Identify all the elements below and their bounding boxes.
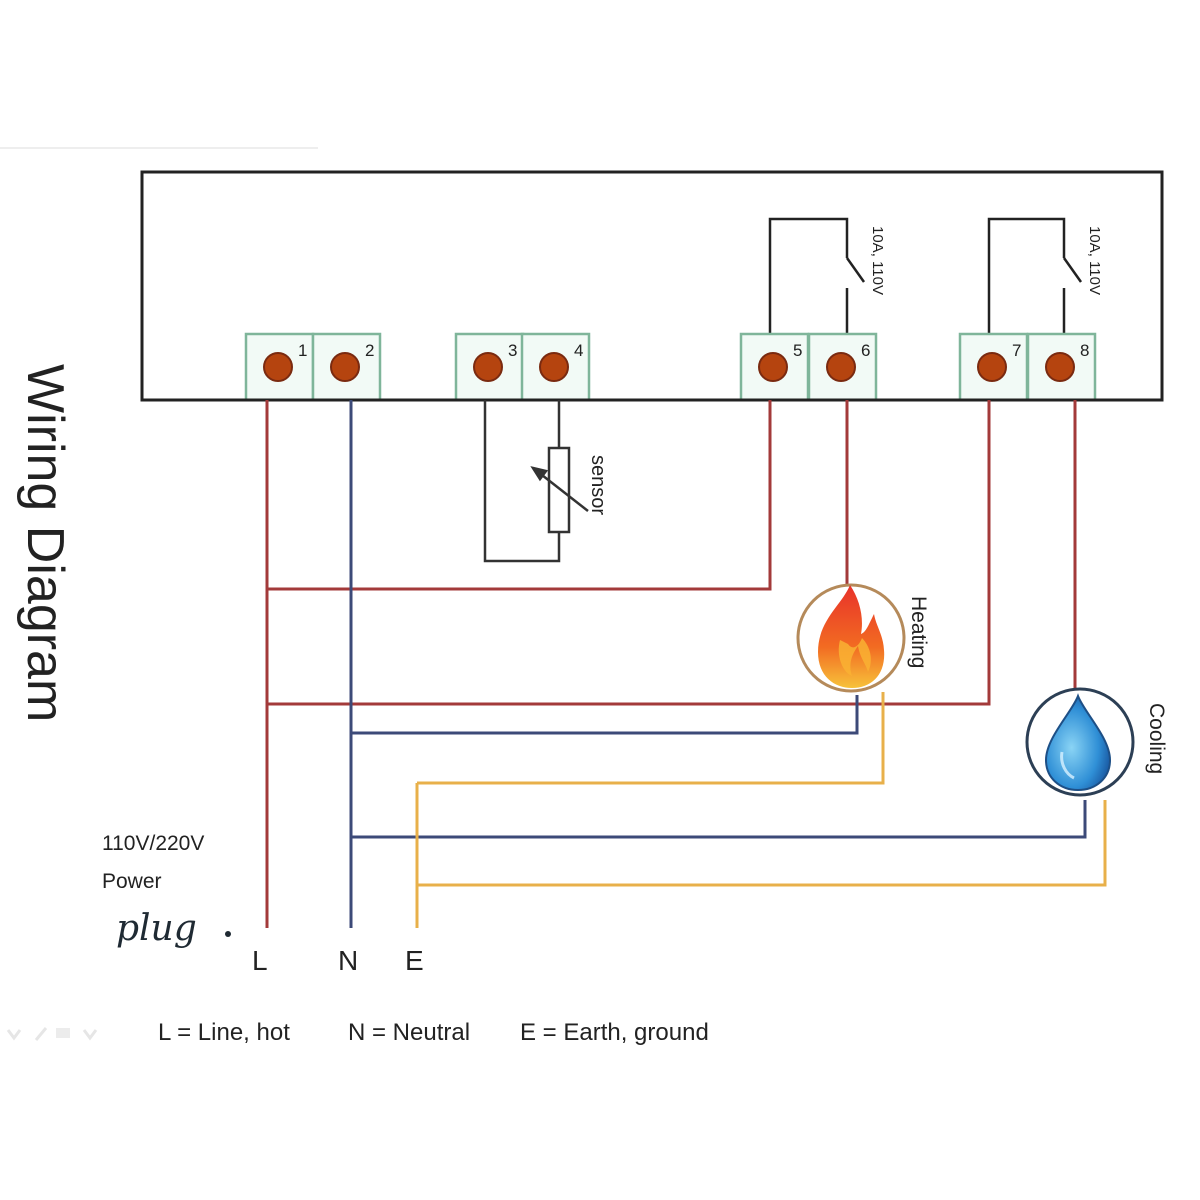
- wire-N-to-cooling: [351, 800, 1087, 839]
- terminal-6: 6: [807, 332, 878, 402]
- screw-icon: [977, 352, 1007, 382]
- thermistor: [547, 446, 571, 534]
- plug-label: plug: [116, 908, 197, 949]
- terminal-block: [958, 332, 1029, 402]
- sensor: [483, 400, 589, 563]
- terminal-7: 7: [958, 332, 1029, 402]
- power-voltage: 110V/220V: [102, 832, 204, 855]
- legend-neutral: N = Neutral: [348, 1019, 470, 1046]
- terminal-number: 2: [365, 341, 374, 360]
- terminal-number: 5: [793, 341, 802, 360]
- screw-icon: [826, 352, 856, 382]
- drop-highlight: [1060, 751, 1075, 780]
- line-N-label: N: [338, 945, 358, 976]
- terminal-number: 1: [298, 341, 307, 360]
- wire-L-to-7: [267, 400, 991, 706]
- wire-L-to-5: [267, 400, 772, 591]
- faint-marks: [6, 1027, 98, 1041]
- terminal-5: 5: [739, 332, 810, 402]
- wire-E-to-heating: [417, 692, 885, 785]
- legend-earth: E = Earth, ground: [520, 1019, 709, 1046]
- screw-icon: [473, 352, 503, 382]
- legend-line: L = Line, hot: [158, 1019, 290, 1046]
- wire-N-to-heating: [351, 695, 859, 735]
- sensor-wire-3: [483, 400, 561, 563]
- wire-E-to-cooling: [417, 800, 1107, 887]
- flame-core: [838, 638, 871, 676]
- screw-icon: [330, 352, 360, 382]
- terminal-number: 8: [1080, 341, 1089, 360]
- thermistor-arrowhead: [530, 466, 549, 482]
- line-E-label: E: [405, 945, 424, 976]
- sensor-label: sensor: [587, 455, 609, 515]
- relay-cooling: [987, 217, 1083, 334]
- screw-icon: [758, 352, 788, 382]
- neutral-wires: [349, 400, 1087, 928]
- line-wires: [265, 400, 1077, 928]
- terminal-number: 6: [861, 341, 870, 360]
- relay-heating-rating: 10A, 110V: [869, 226, 886, 295]
- heating-load: [796, 583, 906, 693]
- power-label: Power: [102, 870, 162, 893]
- earth-wires: [415, 692, 1107, 928]
- terminal-2: 2: [311, 332, 382, 402]
- terminal-3: 3: [454, 332, 525, 402]
- relay-cooling-wire: [987, 217, 1066, 334]
- terminal-1: 1: [244, 332, 315, 402]
- terminal-number: 7: [1012, 341, 1021, 360]
- relay-cooling-rating: 10A, 110V: [1086, 226, 1103, 295]
- terminal-number: 3: [508, 341, 517, 360]
- relay-cooling-switch: [1062, 257, 1083, 283]
- cooling-load: [1025, 687, 1135, 797]
- terminal-number: 4: [574, 341, 583, 360]
- screw-icon: [263, 352, 293, 382]
- terminal-8: 8: [1026, 332, 1097, 402]
- terminal-4: 4: [520, 332, 591, 402]
- cooling-label: Cooling: [1145, 703, 1168, 774]
- line-L-label: L: [252, 945, 268, 976]
- screw-icon: [1045, 352, 1075, 382]
- relay-heating-switch: [845, 257, 866, 283]
- relay-heating-wire: [768, 217, 849, 334]
- terminal-blocks: 1 2 3 4 5 6 7 8: [142, 332, 1162, 402]
- plug-dot: [225, 931, 231, 937]
- diagram-title: Wiring Diagram: [16, 364, 74, 722]
- screw-icon: [539, 352, 569, 382]
- relay-heating: [768, 217, 866, 334]
- heating-label: Heating: [907, 596, 930, 668]
